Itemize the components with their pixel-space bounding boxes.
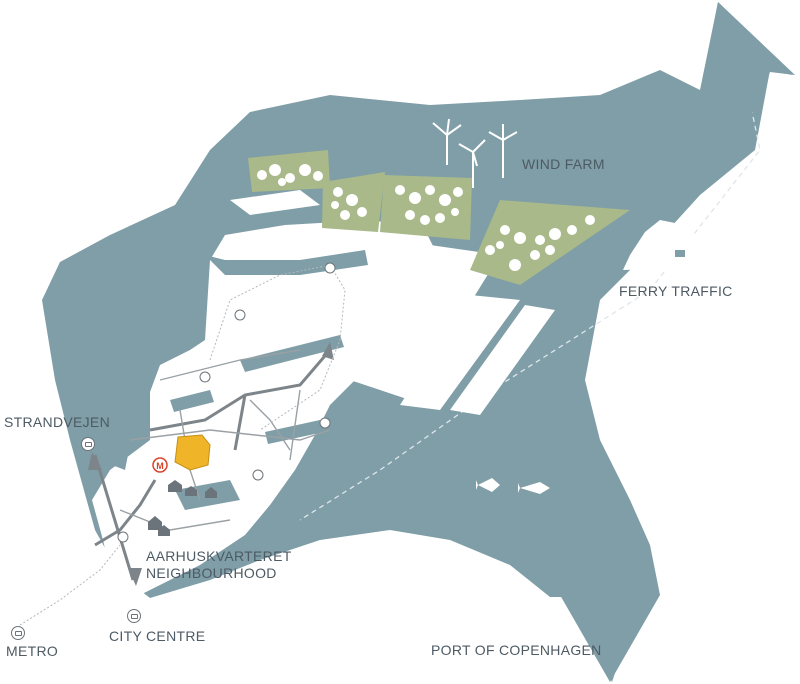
direction-arrows bbox=[560, 2, 795, 682]
neighbourhood-label-line2: NEIGHBOURHOOD bbox=[146, 565, 277, 581]
wind-turbine-icons bbox=[432, 118, 518, 188]
shipping-lane bbox=[299, 19, 761, 521]
route-lines bbox=[93, 349, 332, 581]
neighbourhood-label-line1: AARHUSKVARTERET bbox=[146, 548, 292, 564]
strandvejen-label: STRANDVEJEN bbox=[4, 414, 110, 430]
car-icon bbox=[81, 437, 95, 451]
land-area bbox=[92, 190, 555, 600]
tree-icons bbox=[257, 164, 595, 271]
fish-icons bbox=[476, 478, 550, 494]
house-icons bbox=[148, 480, 217, 536]
site-building bbox=[174, 434, 211, 471]
city-centre-label: CITY CENTRE bbox=[109, 628, 206, 644]
metro-icon bbox=[11, 626, 25, 640]
metro-stop-icons bbox=[117, 262, 336, 543]
route-arrowheads bbox=[88, 342, 334, 586]
ferry-icon bbox=[623, 220, 718, 270]
metro-marker bbox=[152, 457, 168, 473]
port-label: PORT OF COPENHAGEN bbox=[431, 642, 602, 658]
metro-marker-letter: M bbox=[156, 461, 164, 471]
metro-label: METRO bbox=[6, 643, 59, 659]
dotted-paths bbox=[19, 264, 346, 626]
wind-farm-label: WIND FARM bbox=[522, 156, 605, 172]
ferry-traffic-label: FERRY TRAFFIC bbox=[619, 283, 733, 299]
car-icon bbox=[127, 609, 141, 623]
